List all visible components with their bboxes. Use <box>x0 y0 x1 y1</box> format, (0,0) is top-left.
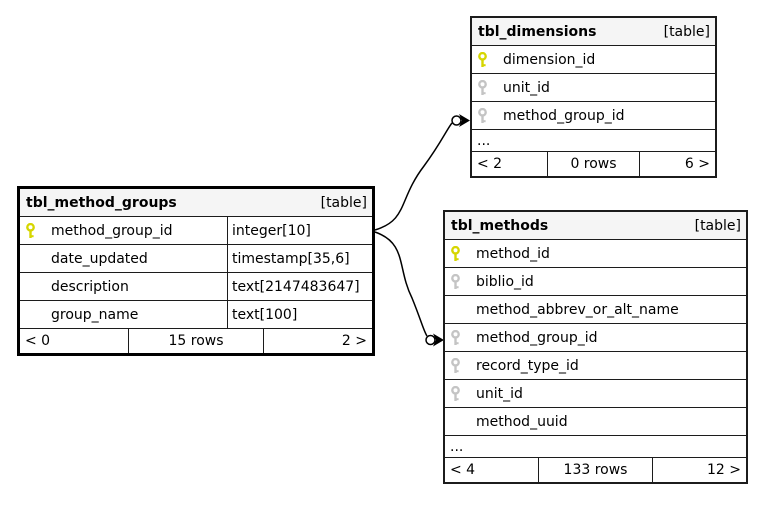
table-type-badge: [table] <box>320 194 367 211</box>
table-node-tbl-method-groups[interactable]: tbl_method_groups [table] method_group_id i… <box>17 186 375 356</box>
column-type: timestamp[35,6] <box>227 245 372 272</box>
connector-circle-end <box>451 115 462 126</box>
column-row[interactable]: description text[2147483647] <box>20 272 372 300</box>
footer-forward-count: 12 > <box>707 462 741 478</box>
footer-back-count: < 0 <box>25 333 51 349</box>
column-row[interactable]: biblio_id <box>445 267 746 295</box>
foreign-key-icon <box>450 357 470 374</box>
column-row[interactable]: date_updated timestamp[35,6] <box>20 244 372 272</box>
footer-row-count: 0 rows <box>547 152 640 176</box>
column-name: method_id <box>476 245 550 262</box>
column-row[interactable]: unit_id <box>472 73 715 101</box>
column-row[interactable]: group_name text[100] <box>20 300 372 328</box>
primary-key-icon <box>450 245 470 262</box>
table-header[interactable]: tbl_methods [table] <box>445 212 746 239</box>
connector-curve <box>374 122 453 231</box>
table-title: tbl_dimensions <box>478 23 597 40</box>
table-node-tbl-dimensions[interactable]: tbl_dimensions [table] dimension_id unit_id… <box>470 16 717 178</box>
relationship-method-groups-to-methods <box>374 231 444 347</box>
footer-back-count: < 2 <box>477 156 503 172</box>
column-name: unit_id <box>476 385 523 402</box>
table-header[interactable]: tbl_method_groups [table] <box>20 189 372 216</box>
footer-row-count: 15 rows <box>128 329 264 353</box>
table-title: tbl_method_groups <box>26 194 177 211</box>
column-row[interactable]: method_uuid <box>445 407 746 435</box>
connector-curve <box>374 231 428 337</box>
column-name: date_updated <box>51 250 148 267</box>
column-row[interactable]: record_type_id <box>445 351 746 379</box>
column-row[interactable]: method_id <box>445 239 746 267</box>
relationship-method-groups-to-dimensions <box>374 114 470 231</box>
table-footer: < 4 133 rows 12 > <box>445 457 746 482</box>
primary-key-icon <box>477 51 497 68</box>
primary-key-icon <box>25 222 45 239</box>
footer-back-count: < 4 <box>450 462 476 478</box>
column-row[interactable]: method_group_id <box>472 101 715 129</box>
column-name: group_name <box>51 306 139 323</box>
footer-forward-count: 2 > <box>341 333 367 349</box>
column-name: record_type_id <box>476 357 579 374</box>
table-footer: < 0 15 rows 2 > <box>20 328 372 353</box>
connector-circle-end <box>425 334 436 346</box>
foreign-key-icon <box>477 107 497 124</box>
columns-ellipsis-row[interactable]: ... <box>445 435 746 457</box>
column-type: text[2147483647] <box>227 273 372 300</box>
column-row[interactable]: method_group_id <box>445 323 746 351</box>
table-footer: < 2 0 rows 6 > <box>472 151 715 176</box>
connector-arrowhead-icon <box>433 333 444 347</box>
footer-forward-count: 6 > <box>684 156 710 172</box>
footer-row-count: 133 rows <box>537 458 654 482</box>
table-header[interactable]: tbl_dimensions [table] <box>472 18 715 45</box>
column-row[interactable]: dimension_id <box>472 45 715 73</box>
column-name: method_group_id <box>503 107 625 124</box>
column-name: method_uuid <box>476 413 568 430</box>
column-name: method_abbrev_or_alt_name <box>476 301 679 318</box>
connector-arrowhead-icon <box>459 114 470 127</box>
foreign-key-icon <box>477 79 497 96</box>
column-type: integer[10] <box>227 217 372 244</box>
table-type-badge: [table] <box>663 23 710 40</box>
foreign-key-icon <box>450 329 470 346</box>
foreign-key-icon <box>450 385 470 402</box>
table-type-badge: [table] <box>694 217 741 234</box>
column-name: method_group_id <box>51 222 173 239</box>
columns-ellipsis-row[interactable]: ... <box>472 129 715 151</box>
table-title: tbl_methods <box>451 217 549 234</box>
column-name: dimension_id <box>503 51 596 68</box>
column-name: description <box>51 278 129 295</box>
column-type: text[100] <box>227 301 372 328</box>
foreign-key-icon <box>450 273 470 290</box>
column-row[interactable]: method_group_id integer[10] <box>20 216 372 244</box>
column-row[interactable]: unit_id <box>445 379 746 407</box>
column-name: biblio_id <box>476 273 534 290</box>
column-name: method_group_id <box>476 329 598 346</box>
column-row[interactable]: method_abbrev_or_alt_name <box>445 295 746 323</box>
column-name: unit_id <box>503 79 550 96</box>
